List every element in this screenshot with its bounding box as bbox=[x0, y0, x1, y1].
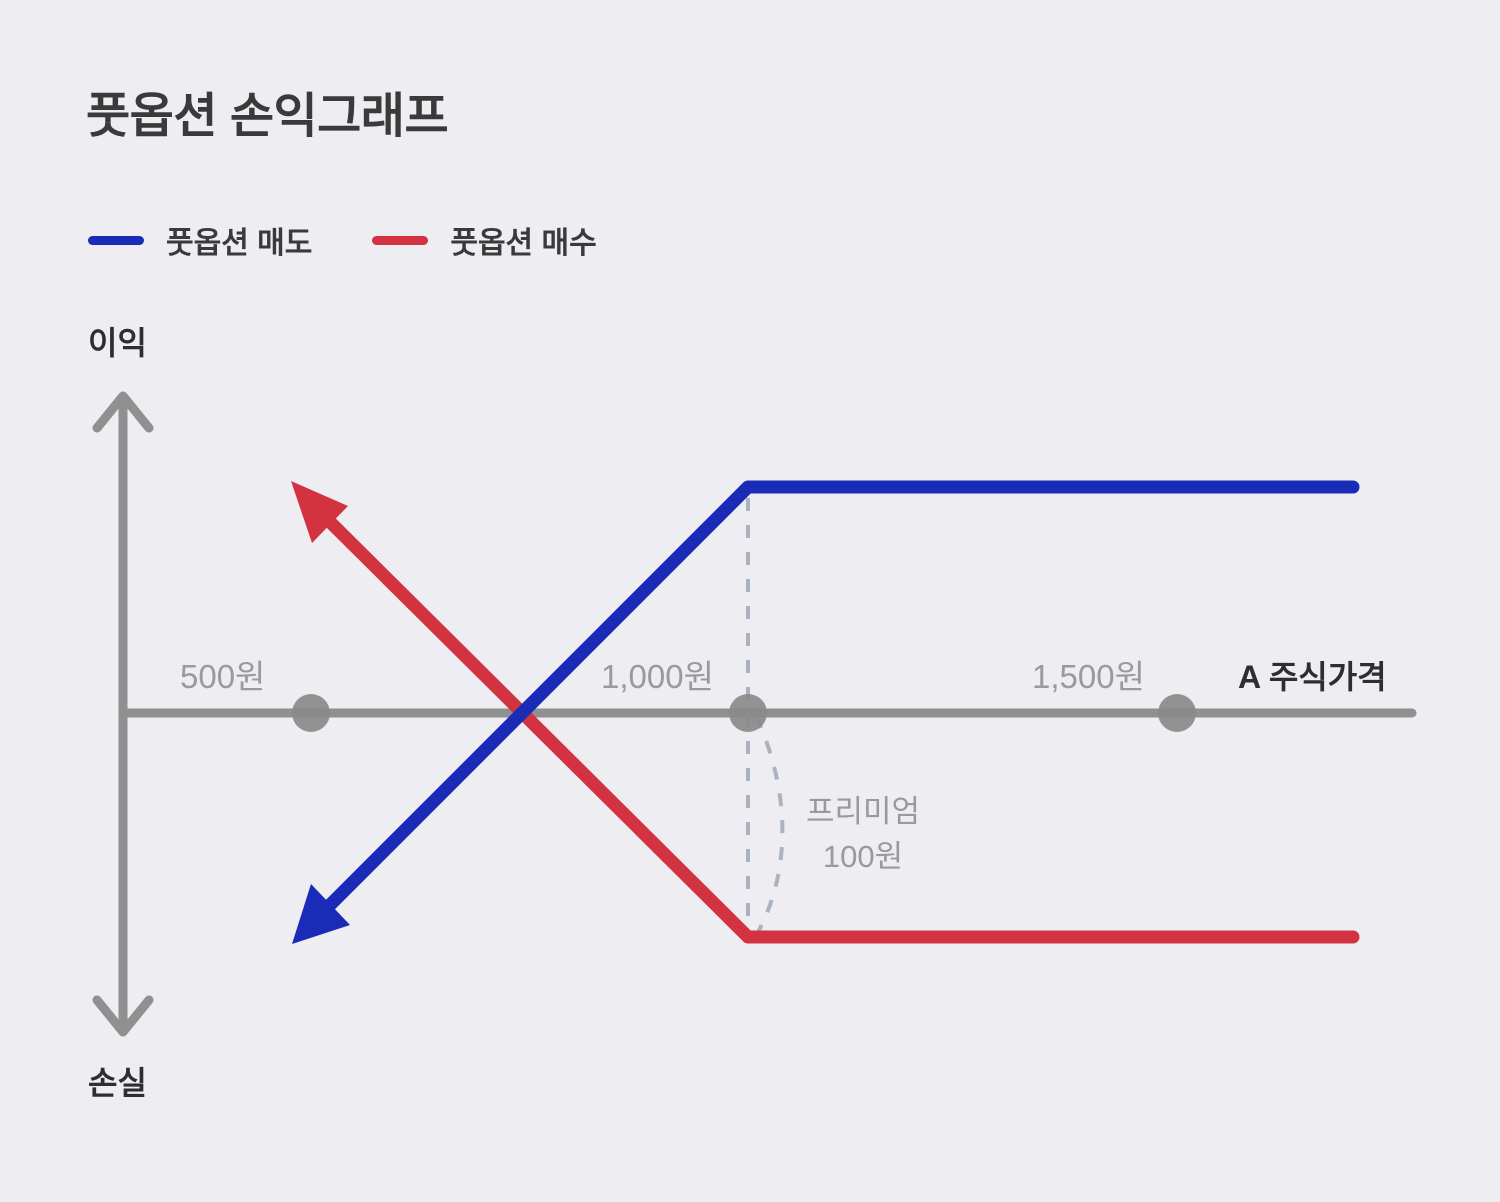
premium-brace-curve bbox=[754, 715, 785, 935]
legend-swatch-put-buy bbox=[372, 235, 429, 245]
tick-dot-1500[interactable] bbox=[1158, 694, 1196, 732]
legend-label-put-sell: 풋옵션 매도 bbox=[166, 227, 313, 260]
y-axis-down-arrow-icon bbox=[92, 995, 154, 1037]
premium-annotation: 프리미엄 100원 bbox=[806, 790, 920, 880]
legend-swatch-put-sell bbox=[88, 235, 144, 245]
page-title: 풋옵션 손익그래프 bbox=[86, 90, 449, 143]
tick-label-1500: 1,500원 bbox=[1032, 658, 1145, 695]
legend-item-put-sell[interactable]: 풋옵션 매도 bbox=[88, 218, 312, 262]
y-axis-up-arrow-icon bbox=[92, 391, 154, 433]
premium-annotation-line-2: 100원 bbox=[822, 838, 904, 874]
tick-dot-500[interactable] bbox=[292, 694, 330, 732]
x-axis-label: A 주식가격 bbox=[1238, 659, 1387, 695]
put-sell-arrowhead-icon bbox=[292, 884, 350, 944]
series-line-put-sell bbox=[307, 480, 1360, 928]
legend-item-put-buy[interactable]: 풋옵션 매수 bbox=[372, 218, 597, 262]
premium-annotation-line-1: 프리미엄 bbox=[806, 794, 921, 829]
tick-label-500: 500원 bbox=[180, 658, 266, 695]
legend-label-put-buy: 풋옵션 매수 bbox=[450, 227, 597, 260]
chart-legend: 풋옵션 매도 풋옵션 매수 bbox=[88, 218, 597, 262]
series-line-put-buy bbox=[306, 498, 1360, 944]
tick-dot-1000[interactable] bbox=[729, 694, 767, 732]
y-axis-top-label: 이익 bbox=[88, 325, 147, 361]
y-axis-bottom-label: 손실 bbox=[88, 1065, 147, 1101]
tick-label-1000: 1,000원 bbox=[601, 658, 714, 695]
put-buy-arrowhead-icon bbox=[291, 481, 348, 543]
